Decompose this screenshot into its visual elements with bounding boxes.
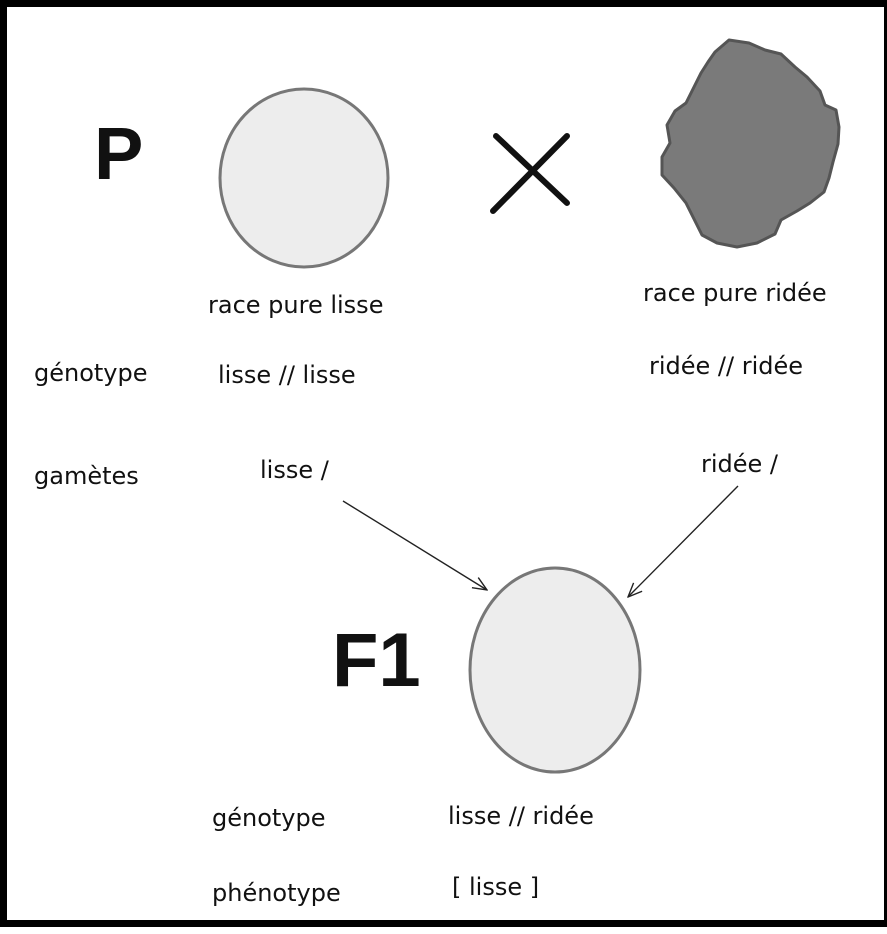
smooth-parent-name: race pure lisse	[208, 291, 384, 319]
gamete-arrow-wrinkled	[628, 485, 739, 597]
wrinkled-parent-genotype: ridée // ridée	[649, 352, 804, 380]
smooth-pea-f1	[468, 566, 642, 774]
f1-genotype-value: lisse // ridée	[448, 802, 594, 830]
cross-symbol	[490, 133, 570, 214]
gametes-row-label: gamètes	[34, 462, 139, 490]
smooth-pea-parent	[218, 87, 390, 269]
wrinkled-parent-name: race pure ridée	[643, 279, 827, 307]
smooth-parent-genotype: lisse // lisse	[218, 361, 356, 389]
genotype-row-label: génotype	[34, 359, 148, 387]
gamete-arrow-smooth	[342, 500, 487, 590]
f1-phenotype-value: [ lisse ]	[452, 873, 540, 901]
f1-generation-label: F1	[332, 618, 421, 703]
wrinkled-pea-parent	[660, 38, 841, 249]
f1-genotype-label: génotype	[212, 804, 326, 832]
wrinkled-parent-gamete: ridée /	[701, 450, 779, 478]
diagram-shapes	[218, 38, 841, 774]
f1-phenotype-label: phénotype	[212, 879, 341, 907]
parent-generation-label: P	[94, 112, 144, 195]
smooth-parent-gamete: lisse /	[260, 456, 329, 484]
